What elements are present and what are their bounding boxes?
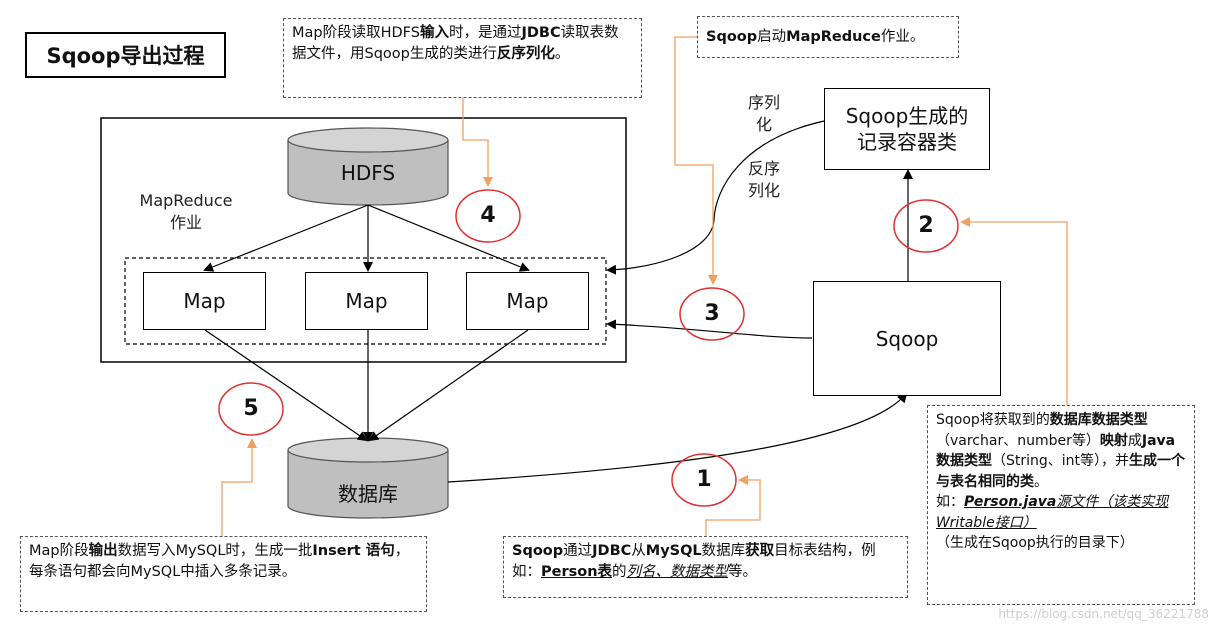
step-circle-4 bbox=[455, 189, 521, 243]
connector-note5 bbox=[221, 438, 257, 536]
step-number-5: 5 bbox=[243, 396, 259, 421]
arrow-hdfs-to-map3 bbox=[367, 204, 530, 272]
note-step-3: Sqoop启动MapReduce作业。 bbox=[697, 16, 959, 58]
connector-note3 bbox=[674, 36, 718, 285]
arrow-hdfs-to-map1 bbox=[203, 204, 369, 272]
diagram-title: Sqoop导出过程 bbox=[25, 32, 226, 78]
note-step-4: Map阶段读取HDFS输入时，是通过JDBC读取表数据文件，用Sqoop生成的类… bbox=[283, 18, 642, 98]
connector-note1 bbox=[705, 475, 761, 536]
connector-note2 bbox=[960, 217, 1068, 405]
hdfs-cylinder bbox=[287, 127, 449, 206]
map-task-2: Map bbox=[305, 272, 428, 330]
hdfs-label: HDFS bbox=[340, 161, 396, 185]
deserialize-label: 反序列化 bbox=[747, 159, 780, 200]
record-container-class-box: Sqoop生成的记录容器类 bbox=[824, 88, 990, 170]
connector-note4 bbox=[462, 98, 493, 187]
step-circle-5 bbox=[218, 382, 284, 436]
arrow-sqoop-to-maps bbox=[606, 319, 813, 339]
step-number-1: 1 bbox=[696, 467, 712, 492]
map-task-3: Map bbox=[466, 272, 589, 330]
map-tasks-container bbox=[124, 257, 607, 345]
step-number-2: 2 bbox=[918, 213, 934, 238]
step-circle-3 bbox=[679, 287, 745, 341]
step-circle-1 bbox=[671, 453, 737, 507]
step-number-4: 4 bbox=[480, 203, 496, 228]
arrow-db-to-sqoop bbox=[447, 392, 908, 483]
step-number-3: 3 bbox=[704, 301, 720, 326]
arrow-record-class-to-maps bbox=[606, 120, 825, 275]
database-label: 数据库 bbox=[338, 482, 398, 506]
database-cylinder bbox=[287, 437, 449, 519]
serialize-label: 序列化 bbox=[747, 93, 780, 134]
note-step-2: Sqoop将获取到的数据库数据类型（varchar、number等）映射成Jav… bbox=[927, 405, 1195, 605]
sqoop-box: Sqoop bbox=[813, 281, 1001, 396]
note-step-1: Sqoop通过JDBC从MySQL数据库获取目标表结构，例如：Person表的列… bbox=[503, 536, 908, 598]
arrow-map3-to-db bbox=[368, 329, 529, 442]
map-task-1: Map bbox=[143, 272, 266, 330]
mapreduce-job-box bbox=[100, 117, 627, 363]
arrow-map1-to-db bbox=[204, 329, 368, 442]
watermark: https://blog.csdn.net/qq_36221788 bbox=[998, 607, 1209, 621]
note-step-5: Map阶段输出数据写入MySQL时，生成一批Insert 语句，每条语句都会向M… bbox=[20, 536, 427, 612]
step-circle-2 bbox=[893, 199, 959, 253]
